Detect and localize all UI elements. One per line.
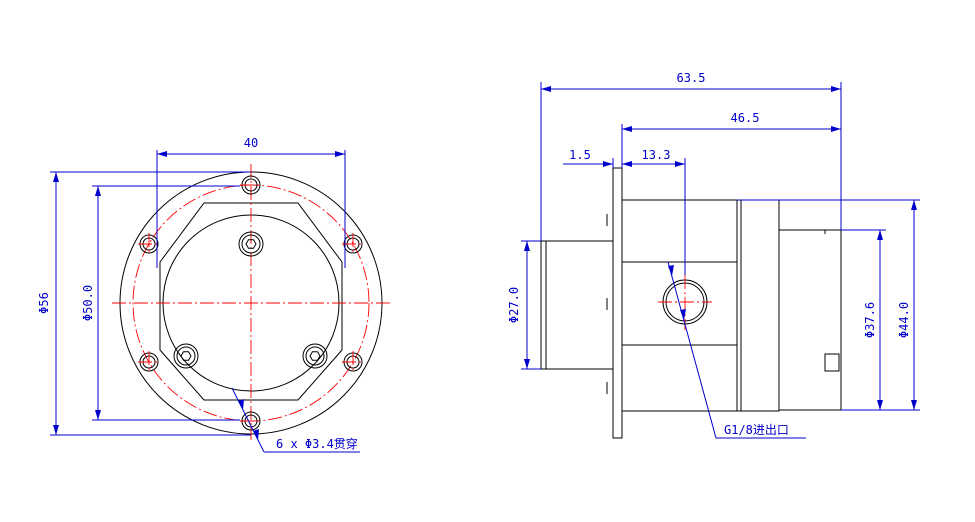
side-view: 63.5 46.5 1.5 13.3 xyxy=(507,71,920,439)
motor-cylinder xyxy=(540,240,614,370)
dim-label-dia-27: Φ27.0 xyxy=(507,287,521,323)
flange-plate xyxy=(612,167,623,439)
dimension-dia-37-6: Φ37.6 xyxy=(841,229,886,411)
dimension-1-5: 1.5 xyxy=(563,148,632,168)
dimension-46-5: 46.5 xyxy=(621,111,841,168)
dim-label-dia-56: Φ56 xyxy=(37,292,51,314)
end-cap xyxy=(778,229,842,411)
hole-note-label: 6 x Φ3.4贯穿 xyxy=(276,436,358,451)
pump-middle xyxy=(736,199,780,412)
end-cap-tab xyxy=(824,353,840,372)
dimension-63-5: 63.5 xyxy=(540,71,842,241)
dim-label-63-5: 63.5 xyxy=(677,71,706,85)
dimension-13-3: 13.3 xyxy=(622,148,686,275)
dimension-dia-50: Φ50.0 xyxy=(81,185,240,421)
port-note-leader: G1/8进出口 xyxy=(667,261,806,439)
dimension-40: 40 xyxy=(156,136,346,268)
hole-note-leader: 6 x Φ3.4贯穿 xyxy=(231,387,360,453)
dim-label-46-5: 46.5 xyxy=(731,111,760,125)
dimension-dia-27: Φ27.0 xyxy=(507,240,541,370)
socket-screws xyxy=(173,231,328,369)
dim-label-1-5: 1.5 xyxy=(569,148,591,162)
dimension-dia-44: Φ44.0 xyxy=(737,199,920,411)
socket-screw xyxy=(173,343,199,369)
dim-label-13-3: 13.3 xyxy=(642,148,671,162)
dim-label-dia-50: Φ50.0 xyxy=(81,285,95,321)
socket-screw xyxy=(302,343,328,369)
socket-screw xyxy=(238,231,264,257)
port-note-label: G1/8进出口 xyxy=(724,423,789,437)
front-view: 40 Φ56 Φ50.0 6 x Φ3.4贯穿 xyxy=(37,136,390,453)
dim-label-40: 40 xyxy=(244,136,258,150)
dimension-dia-56: Φ56 xyxy=(37,171,251,436)
housing-outline xyxy=(159,202,343,401)
dim-label-dia-37-6: Φ37.6 xyxy=(863,302,877,338)
dim-label-dia-44: Φ44.0 xyxy=(897,302,911,338)
